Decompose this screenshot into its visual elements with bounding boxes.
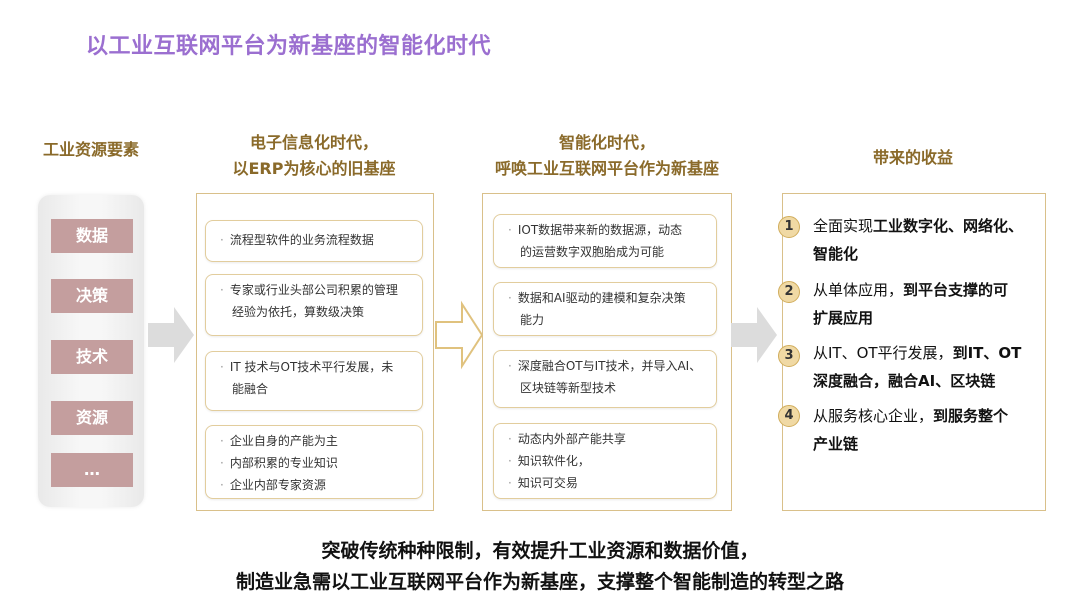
card-text: 数据和AI驱动的建模和复杂决策 (508, 287, 704, 309)
card-text: 能力 (520, 313, 545, 327)
card-text: 企业自身的产能为主 (220, 430, 410, 452)
header-smart-line1: 智能化时代， (558, 133, 655, 152)
card-text: 区块链等新型技术 (520, 381, 617, 395)
smart-frame: IOT数据带来新的数据源，动态 的运营数字双胞胎成为可能 数据和AI驱动的建模和… (482, 193, 732, 511)
smart-card-1: IOT数据带来新的数据源，动态 的运营数字双胞胎成为可能 (493, 214, 717, 268)
card-text: 动态内外部产能共享 (508, 428, 704, 450)
benefit-text: 到服务整个 (933, 407, 1009, 425)
benefit-text: 从IT、OT平行发展， (813, 344, 953, 362)
card-text: IOT数据带来新的数据源，动态 (508, 219, 704, 241)
benefit-text: 从服务核心企业， (813, 407, 934, 425)
header-smart-line2: 呼唤工业互联网平台作为新基座 (494, 159, 719, 178)
benefit-number-3: 3 (778, 345, 800, 367)
factor-decision: 决策 (51, 279, 133, 313)
conclusion-line-2: 制造业急需以工业互联网平台作为新基座，支撑整个智能制造的转型之路 (235, 571, 844, 593)
factor-technology: 技术 (51, 340, 133, 374)
benefit-text: 全面实现 (813, 217, 874, 235)
factor-data: 数据 (51, 219, 133, 253)
erp-card-2: 专家或行业头部公司积累的管理 经验为依托，算数级决策 (205, 274, 423, 336)
erp-card-3: IT 技术与OT技术平行发展，未 能融合 (205, 351, 423, 411)
card-text: 流程型软件的业务流程数据 (220, 229, 410, 251)
card-text: 深度融合OT与IT技术，并导入AI、 (508, 355, 704, 377)
benefit-1: 全面实现工业数字化、网络化、 智能化 (813, 212, 1023, 268)
benefits-frame (782, 193, 1046, 511)
benefit-text: 到IT、OT (952, 344, 1022, 362)
card-text: 能融合 (232, 382, 269, 396)
header-benefits: 带来的收益 (872, 148, 953, 167)
card-text: 知识软件化， (508, 450, 704, 472)
header-erp: 电子信息化时代， 以ERP为核心的旧基座 (196, 130, 432, 182)
arrow-right-icon (731, 305, 777, 365)
benefit-3: 从IT、OT平行发展，到IT、OT 深度融合，融合AI、区块链 (813, 339, 1021, 395)
benefit-number-4: 4 (778, 405, 800, 427)
card-text: 经验为依托，算数级决策 (232, 305, 365, 319)
smart-card-4: 动态内外部产能共享 知识软件化， 知识可交易 (493, 423, 717, 499)
benefit-2: 从单体应用，到平台支撑的可 扩展应用 (813, 276, 1008, 332)
header-smart: 智能化时代， 呼唤工业互联网平台作为新基座 (472, 130, 742, 182)
card-text: 专家或行业头部公司积累的管理 (220, 279, 410, 301)
benefit-text: 扩展应用 (813, 309, 874, 327)
benefit-text: 工业数字化、网络化、 (873, 217, 1024, 235)
factor-more: … (51, 453, 133, 487)
factor-resource: 资源 (51, 401, 133, 435)
card-text: 内部积累的专业知识 (220, 452, 410, 474)
smart-card-3: 深度融合OT与IT技术，并导入AI、 区块链等新型技术 (493, 350, 717, 408)
header-erp-line2: 以ERP为核心的旧基座 (232, 159, 396, 178)
header-erp-line1: 电子信息化时代， (249, 133, 378, 152)
page-title: 以工业互联网平台为新基座的智能化时代 (86, 34, 492, 59)
factors-panel: 数据 决策 技术 资源 … (38, 195, 144, 507)
card-text: 知识可交易 (508, 472, 704, 494)
conclusion-line-1: 突破传统种种限制，有效提升工业资源和数据价值， (321, 540, 759, 562)
erp-card-4: 企业自身的产能为主 内部积累的专业知识 企业内部专家资源 (205, 425, 423, 499)
card-text: IT 技术与OT技术平行发展，未 (220, 356, 410, 378)
benefit-text: 产业链 (813, 435, 859, 453)
benefit-number-2: 2 (778, 281, 800, 303)
erp-frame: 流程型软件的业务流程数据 专家或行业头部公司积累的管理 经验为依托，算数级决策 … (196, 193, 434, 511)
smart-card-2: 数据和AI驱动的建模和复杂决策 能力 (493, 282, 717, 336)
benefit-text: 到平台支撑的可 (903, 281, 1009, 299)
benefit-text: 深度融合，融合AI、区块链 (813, 372, 996, 390)
card-text: 的运营数字双胞胎成为可能 (520, 245, 665, 259)
benefit-4: 从服务核心企业，到服务整个 产业链 (813, 402, 1008, 458)
benefit-number-1: 1 (778, 216, 800, 238)
benefit-text: 智能化 (813, 245, 859, 263)
arrow-right-icon (148, 305, 194, 365)
card-text: 企业内部专家资源 (220, 474, 410, 496)
arrow-right-outline-icon (434, 300, 484, 370)
erp-card-1: 流程型软件的业务流程数据 (205, 220, 423, 262)
header-factors: 工业资源要素 (42, 140, 139, 159)
benefit-text: 从单体应用， (813, 281, 904, 299)
